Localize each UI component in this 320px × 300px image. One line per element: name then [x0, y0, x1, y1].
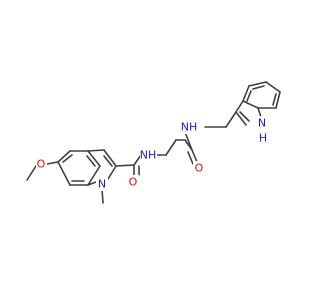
bond-carbonyl-o2 [191, 149, 198, 163]
bond-ring2 [87, 149, 105, 152]
bond-carbonyl-n [133, 154, 142, 166]
indole-n-methyl-label: N [98, 178, 106, 191]
bond-methyl-o [26, 165, 37, 181]
bond-ring1 [87, 165, 101, 186]
bond-ring1 [57, 161, 71, 186]
bond-skeleton [26, 81, 281, 204]
bond-ring3-double [239, 111, 250, 122]
bond-ring4 [242, 85, 250, 102]
bond-ring4 [275, 91, 281, 109]
bond-carbonyl-o2-double [187, 151, 194, 165]
bond-ring3 [235, 100, 244, 113]
bond-ring2 [87, 181, 97, 186]
bond-ring1 [57, 150, 71, 163]
bond-ring2 [107, 165, 117, 180]
bond-ring4 [265, 81, 281, 93]
chemical-structure-diagram: O N O NH O NH N H [26, 81, 281, 204]
bond-ring4 [248, 81, 267, 87]
bond-ring2 [103, 149, 117, 167]
bond-ring2-double [103, 155, 113, 167]
bond-ring1-inner [86, 155, 96, 167]
bond-chain [165, 139, 177, 156]
bond-c2-carbonyl [115, 164, 135, 167]
indole-nh-n-label: N [258, 117, 266, 130]
bond-ring3 [235, 111, 247, 126]
right-amide-nh-label: NH [181, 121, 198, 134]
atom-labels: O N O NH O NH N H [36, 116, 269, 191]
left-amide-nh-label: NH [140, 149, 157, 162]
bond-ring4-inner [246, 90, 252, 102]
right-amide-oxygen-label: O [195, 162, 204, 175]
left-amide-oxygen-label: O [129, 176, 138, 189]
bond-o-c5 [46, 161, 59, 165]
bond-ring4-inner [272, 93, 277, 106]
bond-ring1 [87, 150, 101, 167]
bond-ring1-inner [62, 154, 73, 163]
bond-ethyl [225, 111, 237, 128]
bond-n-methyl [101, 188, 104, 204]
bond-ring3 [242, 100, 259, 109]
indole-nh-h-label: H [259, 132, 267, 145]
bond-ring4-inner [252, 85, 265, 90]
methoxy-oxygen-label: O [37, 158, 46, 171]
